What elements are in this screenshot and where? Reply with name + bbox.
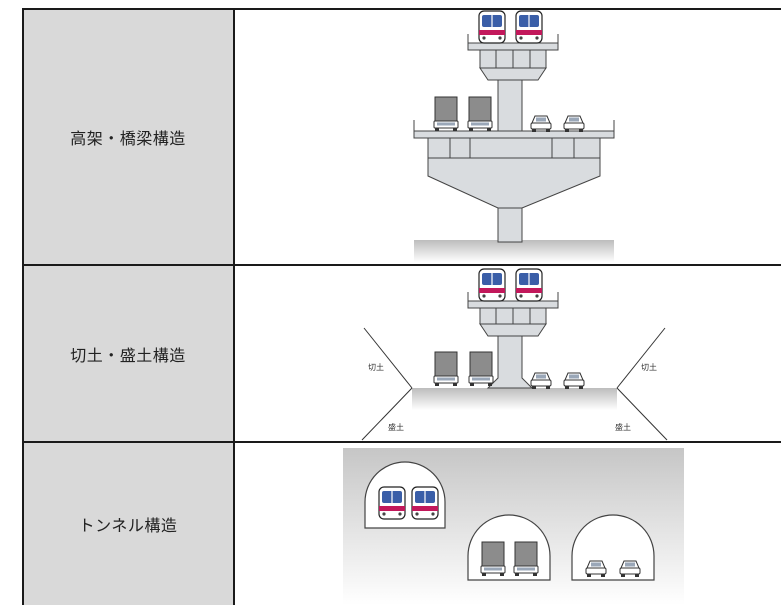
car-icon	[530, 372, 552, 390]
row-label-elevated: 高架・橋梁構造	[70, 128, 186, 148]
truck-icon	[433, 351, 459, 387]
truck-icon	[468, 351, 494, 387]
train-icon	[478, 268, 506, 302]
row-label-cut-fill: 切土・盛土構造	[70, 345, 186, 365]
truck-icon	[433, 96, 459, 132]
elevated-structure-illustration	[413, 34, 615, 262]
train-icon	[411, 486, 439, 520]
fill-label-left: 盛土	[388, 423, 404, 432]
train-icon	[478, 10, 506, 44]
cut-label-right: 切土	[641, 363, 657, 372]
tunnel-structure-illustration	[343, 448, 684, 605]
train-icon	[515, 268, 543, 302]
row-label-tunnel: トンネル構造	[78, 515, 178, 535]
cut-label-left: 切土	[368, 363, 384, 372]
structure-table-svg	[22, 8, 781, 605]
fill-label-right: 盛土	[615, 423, 631, 432]
car-icon	[563, 372, 585, 390]
truck-icon	[467, 96, 493, 132]
structure-type-table: 高架・橋梁構造 切土・盛土構造 トンネル構造 切土 切土 盛土 盛土	[22, 8, 781, 605]
truck-icon	[480, 541, 506, 577]
train-icon	[515, 10, 543, 44]
label-column-bg	[22, 8, 234, 605]
train-icon	[378, 486, 406, 520]
truck-icon	[513, 541, 539, 577]
car-icon	[563, 115, 585, 133]
car-icon	[530, 115, 552, 133]
cut-fill-structure-illustration	[361, 292, 668, 441]
